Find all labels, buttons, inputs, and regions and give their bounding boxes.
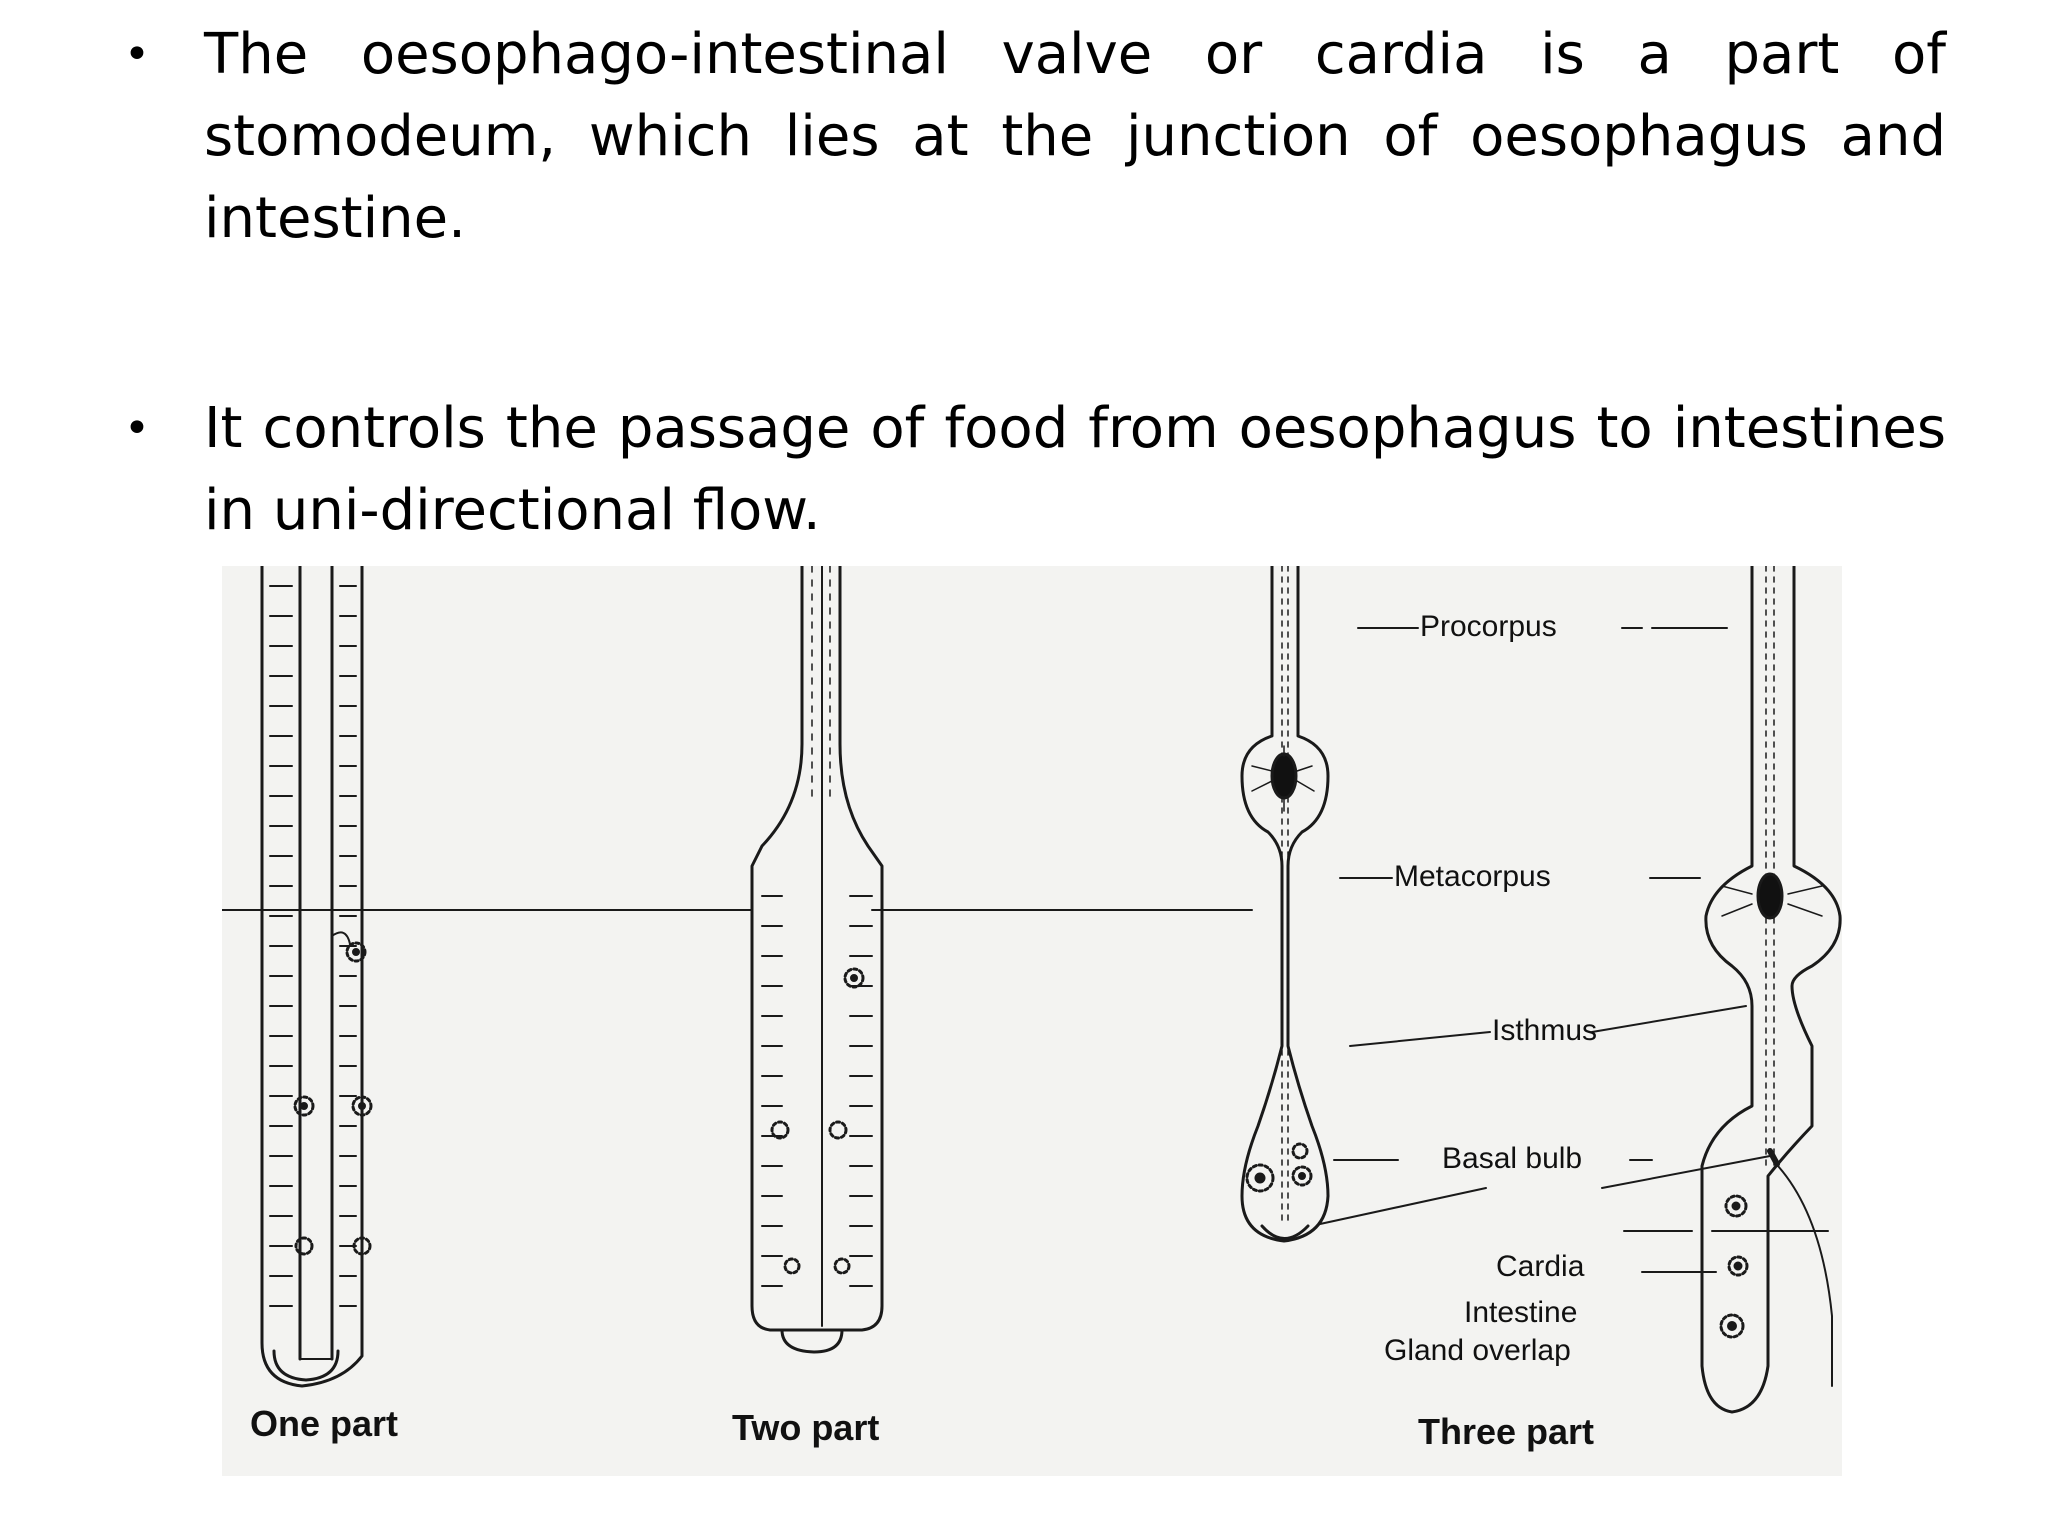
- three-part-caption: Three part: [1418, 1411, 1595, 1452]
- bullet-text: The oesophago-intestinal valve or cardia…: [204, 22, 1946, 251]
- label-leader-lines: [1319, 627, 1829, 1273]
- procorpus-label: Procorpus: [1420, 610, 1557, 643]
- bullet-marker: •: [124, 403, 150, 454]
- two-part-caption: Two part: [732, 1407, 880, 1448]
- one-part-caption: One part: [250, 1403, 399, 1444]
- bullet-marker: •: [124, 29, 150, 80]
- bullet-list: • The oesophago-intestinal valve or card…: [120, 14, 1946, 552]
- basal-bulb-label: Basal bulb: [1442, 1142, 1583, 1175]
- oesophagus-diagram: Procorpus Metacorpus Isthmus Basal bulb …: [222, 566, 1842, 1476]
- three-part-gland-overlap-oesophagus: [1700, 566, 1842, 1414]
- one-part-oesophagus: [260, 566, 373, 1388]
- gland-overlap-label: Gland overlap: [1384, 1334, 1571, 1367]
- bullet-item: • It controls the passage of food from o…: [120, 388, 1946, 552]
- intestine-label: Intestine: [1464, 1296, 1578, 1329]
- oesophagus-diagram-drawing: [222, 566, 1842, 1414]
- isthmus-label: Isthmus: [1492, 1014, 1598, 1047]
- bullet-item: • The oesophago-intestinal valve or card…: [120, 14, 1946, 260]
- bullet-text: It controls the passage of food from oes…: [204, 396, 1946, 543]
- two-part-oesophagus: [750, 566, 884, 1354]
- cardia-label: Cardia: [1496, 1250, 1585, 1283]
- three-part-oesophagus: [1240, 566, 1330, 1243]
- metacorpus-label: Metacorpus: [1394, 860, 1551, 893]
